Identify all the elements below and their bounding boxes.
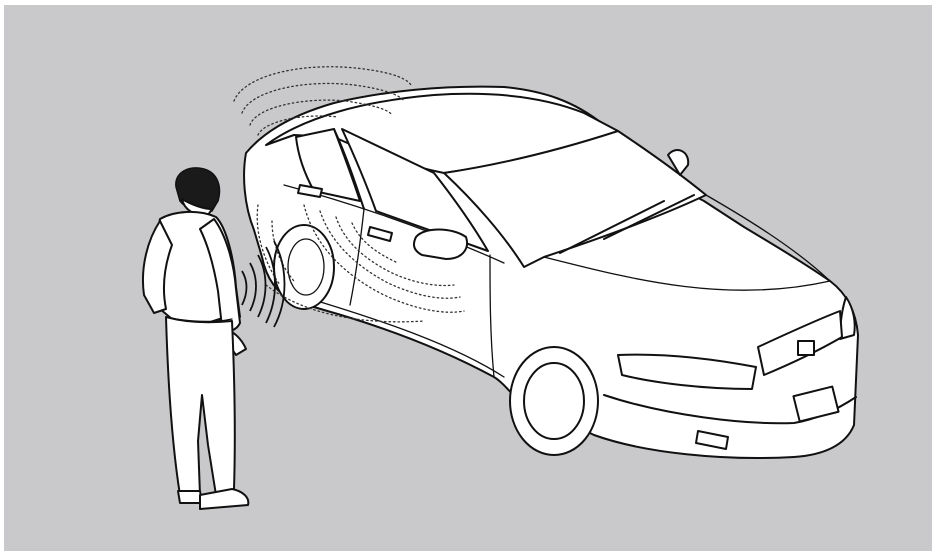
illustration-panel [4,5,932,551]
car-emblem-icon [798,341,814,355]
person-left-shoe [178,491,202,503]
keyless-entry-illustration [4,5,932,551]
car-front-hub [524,363,584,439]
car-side-mirror [414,230,467,260]
